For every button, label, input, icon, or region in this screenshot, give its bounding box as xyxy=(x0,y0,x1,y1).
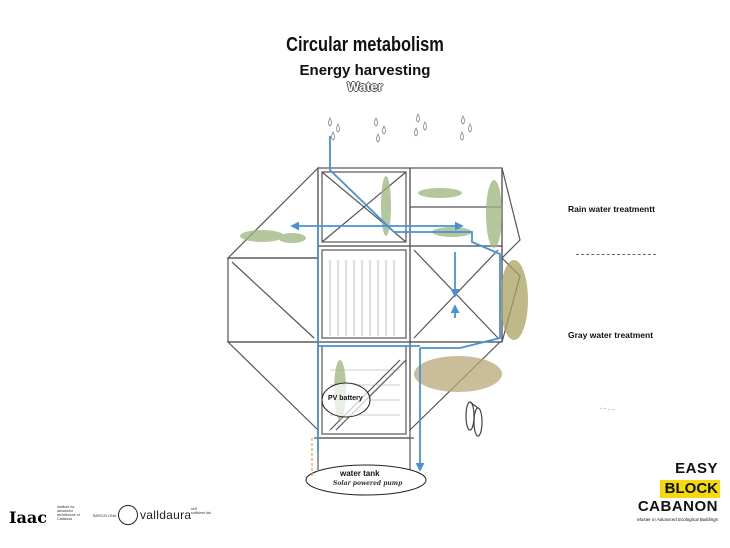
valldaura-logo: valldaura xyxy=(140,508,192,522)
water-flow-arrows xyxy=(290,136,501,472)
valldaura-emblem-icon xyxy=(118,505,138,525)
dashed-separator xyxy=(576,254,656,255)
rain-drops xyxy=(328,113,472,143)
vegetation xyxy=(240,176,528,420)
gray-water-label: Gray water treatment xyxy=(568,330,654,340)
barcelona-label: BARCELONA xyxy=(93,514,117,518)
iaac-logo: Iaac xyxy=(9,508,47,527)
pv-battery-outline xyxy=(321,382,371,418)
iaac-logo-subtitle: institute for advanced architecture of C… xyxy=(57,505,80,521)
water-tank-label: water tank xyxy=(340,469,380,478)
water-tank-outline xyxy=(305,464,427,496)
diagram-title: Circular metabolism xyxy=(286,34,444,56)
diagram-topic: Water xyxy=(347,79,383,94)
pump-label: Solar powered pump xyxy=(333,480,403,487)
pv-battery-label: PV battery xyxy=(328,395,363,402)
brand-master-tagline: Master in Advanced Ecological Buildings xyxy=(637,517,718,522)
brand-cabanon: CABANON xyxy=(637,498,718,515)
brand-yellow-bar xyxy=(660,480,720,498)
brand-block-small: one xyxy=(665,484,672,489)
diagram-subtitle: Energy harvesting xyxy=(299,62,431,79)
rain-water-label: Rain water treatmentt xyxy=(568,204,655,214)
brand-easy: EASY xyxy=(675,460,718,477)
brand-block: BLOCK xyxy=(664,480,718,497)
valldaura-logo-subtitle: self sufficient lab xyxy=(191,507,211,515)
bicycle-drawing xyxy=(465,401,483,437)
